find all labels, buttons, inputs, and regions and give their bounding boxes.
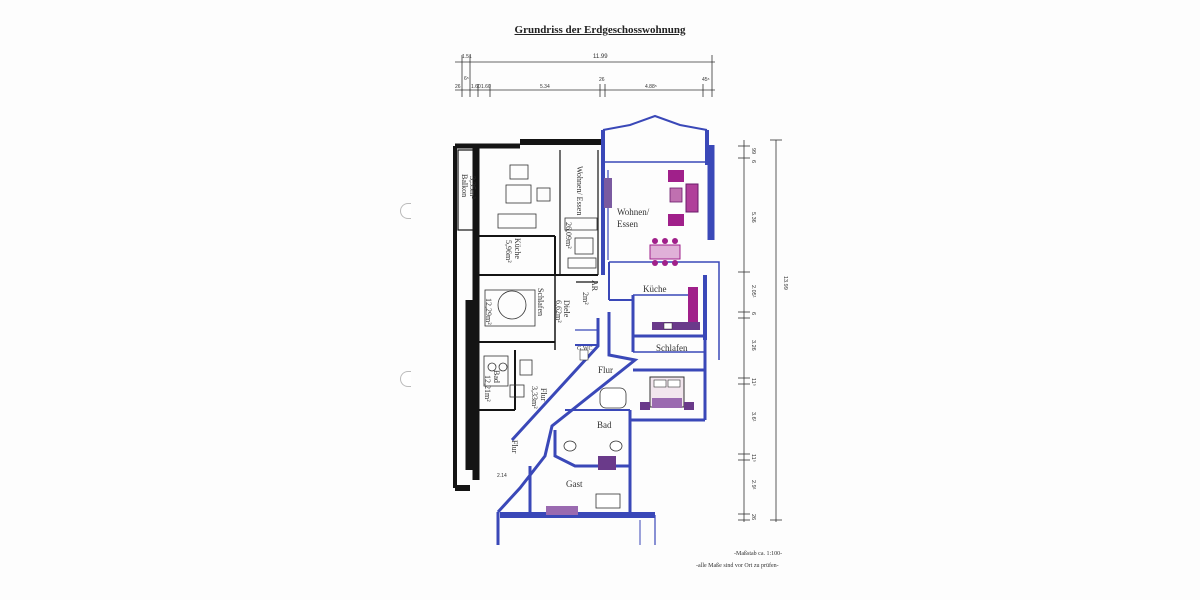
right-dimension-chain — [738, 139, 782, 522]
dim-top-r2-f: 4.88⁵ — [645, 84, 657, 90]
orig-kueche-name: Küche — [513, 238, 522, 259]
top-dimension-chain — [455, 55, 715, 97]
dim-right-overall: 13.99 — [782, 276, 788, 290]
original-walls — [453, 139, 605, 491]
dim-right-7: 11⁵ — [750, 378, 757, 386]
dim-top-r2-b: 1.60 — [471, 84, 481, 90]
orig-wohnen-name: Wohnen/ Essen — [575, 166, 584, 215]
dim-top-r1-b: 6⁵ — [464, 76, 469, 82]
dim-right-9: 11⁵ — [750, 454, 757, 462]
orig-flur2-name: Flur — [510, 440, 519, 454]
new-walls — [496, 114, 720, 545]
orig-kueche-area: 5,96m² — [504, 240, 513, 263]
scale-note: -Maßstab ca. 1:100- — [734, 551, 783, 557]
orig-dim-214: 2.14 — [497, 473, 507, 479]
orig-wohnen-area: 26,09m² — [564, 222, 573, 249]
balkon-outline — [457, 149, 479, 231]
original-furniture — [483, 164, 598, 398]
orig-diele-name: Diele — [562, 300, 571, 318]
orig-ar-area: 2m² — [581, 292, 590, 305]
kitchen-counter-bottom — [652, 322, 700, 330]
dim-top-r2-e: 26 — [599, 77, 605, 83]
nightstand-left — [640, 402, 650, 410]
kitchen-counter-right — [688, 287, 698, 327]
orig-ar-name: AR — [590, 280, 599, 292]
dim-right-11: 26 — [750, 514, 756, 520]
dim-right-5: 6 — [750, 312, 756, 315]
coffee-table — [669, 187, 683, 203]
sofa-right — [685, 183, 699, 213]
kitchen-sink — [663, 322, 673, 330]
dim-overall-top: 11.99 — [593, 54, 608, 60]
orig-schlafen-name: Schlafen — [536, 288, 545, 316]
pillow-left — [653, 379, 667, 388]
dim-top-r2-c: 1.60 — [481, 84, 491, 90]
new-bad-label: Bad — [597, 420, 612, 430]
orig-diele-area: 6,62m² — [554, 300, 563, 323]
new-wohnen-line1: Wohnen/ — [617, 207, 650, 217]
orig-flur-area: 3,33m² — [530, 386, 539, 409]
guest-bed — [546, 506, 578, 515]
dim-top-r2-g: 45⁵ — [702, 77, 710, 83]
new-kueche-label: Küche — [643, 284, 667, 294]
bath-cabinet — [598, 456, 616, 470]
dim-right-10: 2.9¹ — [750, 480, 756, 490]
new-gwc-label: G.WC — [577, 346, 593, 352]
dim-right-1: 99 — [750, 148, 756, 154]
dim-top-r2-d: 5.34 — [540, 84, 550, 90]
dining-chair-1 — [652, 238, 658, 244]
washbasin-2 — [609, 440, 623, 452]
check-note: -alle Maße sind vor Ort zu prüfen- — [696, 563, 779, 569]
dim-right-4: 2.05¹ — [750, 285, 756, 298]
armchair-bottom — [668, 214, 684, 226]
bed-blanket — [652, 398, 682, 408]
dim-right-6: 3.26 — [750, 340, 756, 351]
dim-right-3: 5.36 — [750, 212, 756, 223]
dim-right-2: 6 — [750, 160, 756, 163]
dining-chair-6 — [672, 260, 678, 266]
punch-hole-bottom — [400, 371, 411, 387]
dim-right-8: 3.6¹ — [750, 412, 756, 422]
pillow-right — [667, 379, 681, 388]
dining-chair-5 — [662, 260, 668, 266]
orig-balkon-name: Balkon — [460, 174, 469, 197]
orig-balkon-area: 3,35m² — [468, 176, 477, 199]
orig-schlafen-area: 12,29m² — [484, 298, 493, 325]
plan-title: Grundriss der Erdgeschosswohnung — [514, 24, 686, 36]
bathtub — [599, 387, 627, 409]
media-cabinet — [604, 178, 612, 208]
dim-top-r1-a: 1.51 — [462, 54, 472, 60]
armchair-top — [668, 170, 684, 182]
orig-bad-name: Bad — [492, 370, 501, 383]
dining-chair-2 — [662, 238, 668, 244]
orig-flur-name: Flur — [539, 388, 548, 402]
orig-bad-area: 12,21m² — [483, 375, 492, 402]
punch-hole-top — [400, 203, 411, 219]
new-furniture — [546, 170, 700, 515]
gwc-toilet — [579, 349, 589, 361]
dining-table — [649, 244, 681, 260]
new-wohnen-line2: Essen — [617, 219, 638, 229]
new-flur-label: Flur — [598, 365, 613, 375]
new-gast-label: Gast — [566, 479, 583, 489]
new-schlafen-label: Schlafen — [656, 343, 688, 353]
dining-chair-3 — [672, 238, 678, 244]
guest-desk — [595, 493, 621, 509]
dining-chair-4 — [652, 260, 658, 266]
dim-top-r2-a: 26 — [455, 84, 461, 90]
washbasin-1 — [563, 440, 577, 452]
nightstand-right — [684, 402, 694, 410]
